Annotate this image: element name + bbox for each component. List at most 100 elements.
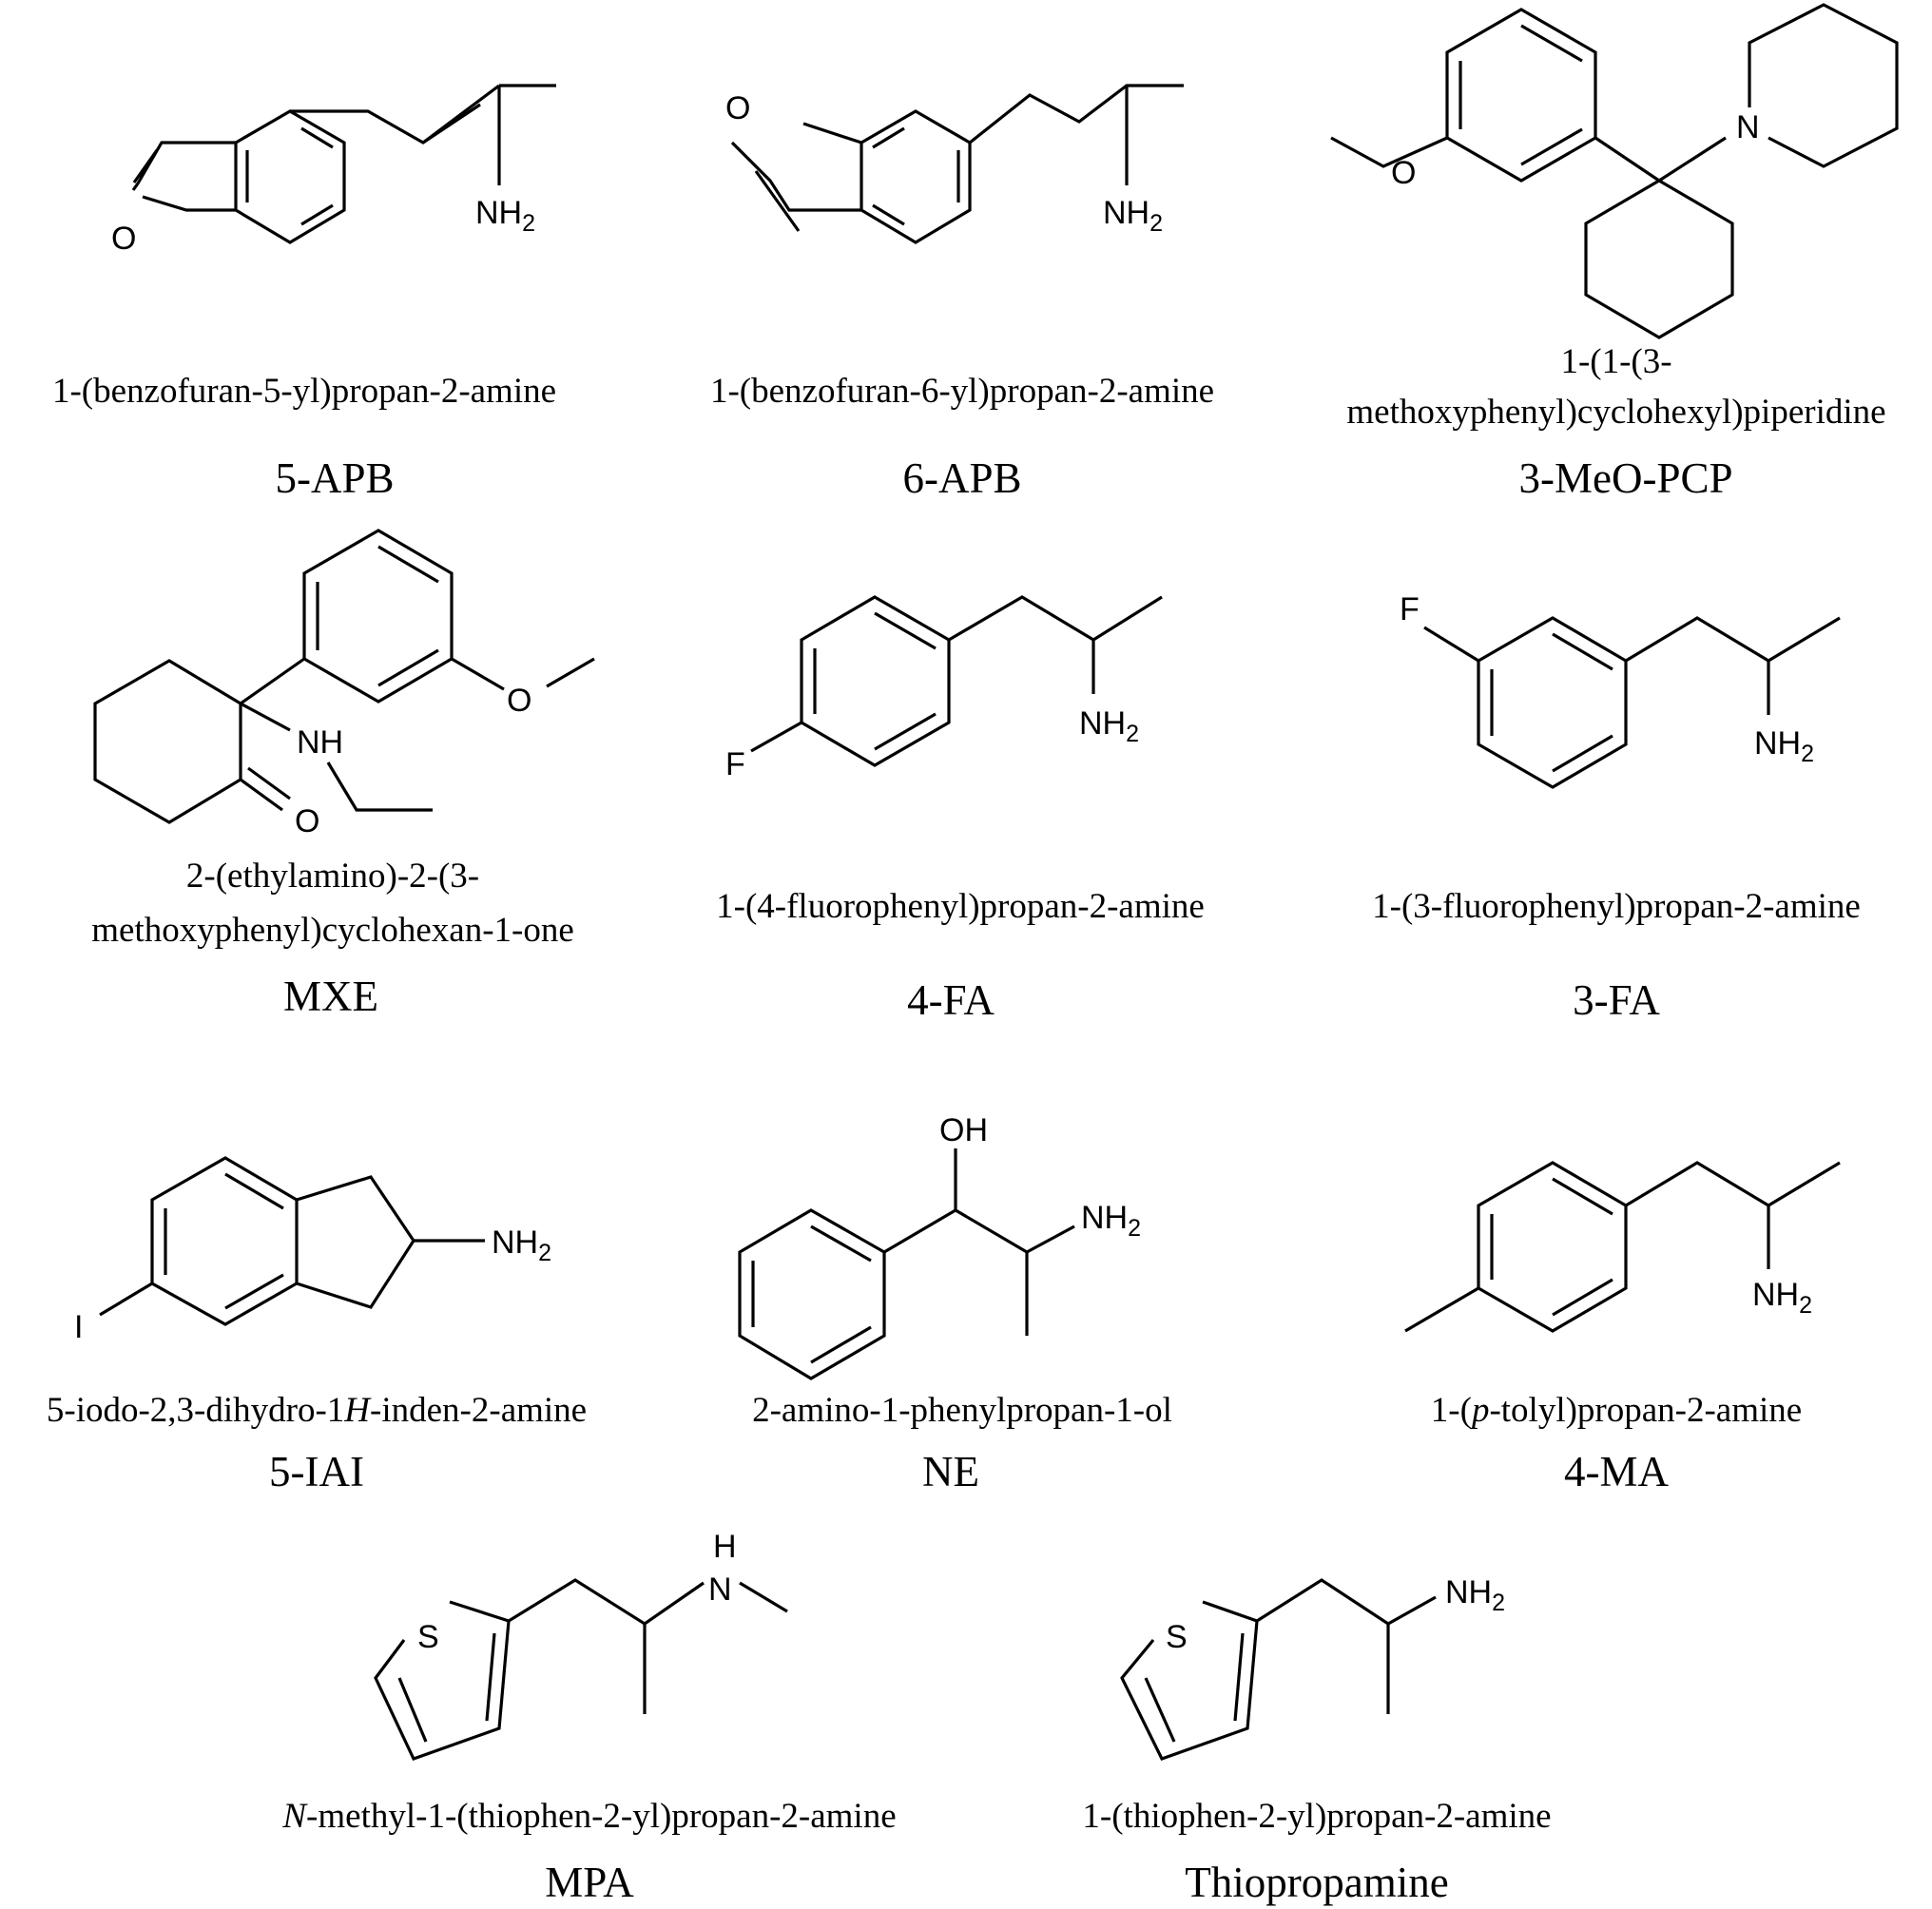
bond	[1594, 136, 1660, 183]
bond	[948, 595, 1163, 642]
methoxy-bond	[1330, 136, 1448, 168]
bond	[969, 84, 1184, 145]
compound-abbreviation: 4-FA	[907, 976, 995, 1024]
benzene-ring	[800, 595, 951, 767]
structure-5-iai	[99, 1156, 485, 1326]
amine-group: NH2	[1081, 1200, 1141, 1242]
compound-abbreviation: 3-FA	[1573, 976, 1660, 1024]
structure-thiopropamine	[1120, 1578, 1437, 1761]
iodine-atom: I	[74, 1309, 83, 1345]
hydroxyl-group: OH	[939, 1112, 988, 1148]
hydrogen-atom: H	[713, 1529, 737, 1565]
compound-name: 1-(p-tolyl)propan-2-amine	[1431, 1391, 1802, 1430]
compound-name: 5-iodo-2,3-dihydro-1H-inden-2-amine	[47, 1391, 587, 1430]
oxygen-atom: O	[1391, 155, 1416, 191]
compound-name: N-methyl-1-(thiophen-2-yl)propan-2-amine	[281, 1797, 896, 1836]
compound-abbreviation: 5-IAI	[269, 1448, 364, 1495]
bond	[883, 1208, 1028, 1254]
benzene-ring	[738, 1208, 886, 1380]
bond	[290, 103, 481, 145]
sulfur-atom: S	[1166, 1619, 1188, 1655]
compound-name: 2-amino-1-phenylpropan-1-ol	[752, 1391, 1172, 1430]
atom-labels: O NH2 O NH2 O N O NH O F NH2 F NH2 I NH2…	[74, 90, 1814, 1655]
fluorine-atom: F	[725, 746, 745, 782]
bond	[240, 702, 291, 732]
structure-mxe	[93, 529, 595, 824]
compound-abbreviation: NE	[922, 1448, 979, 1495]
compound-abbreviation: MPA	[545, 1859, 634, 1906]
bond	[750, 721, 802, 753]
amine-group: NH	[297, 724, 343, 761]
oxygen-atom: O	[295, 803, 319, 839]
cyclohexanone-ring	[93, 659, 242, 824]
bond	[1625, 616, 1841, 663]
bond	[240, 657, 305, 705]
oxygen-atom: O	[725, 90, 750, 126]
amine-group: NH2	[1752, 1277, 1812, 1319]
compound-abbreviation: MXE	[283, 973, 378, 1020]
compound-abbreviation: 3-MeO-PCP	[1518, 454, 1732, 502]
bond	[508, 1578, 705, 1626]
furan-ring	[131, 141, 236, 212]
fluorine-atom: F	[1400, 591, 1420, 627]
compound-name-line2: methoxyphenyl)cyclohexyl)piperidine	[1346, 393, 1885, 432]
bond	[451, 657, 505, 691]
amine-group: NH2	[492, 1224, 551, 1266]
nitrogen-atom: N	[1736, 109, 1760, 145]
benzene-ring	[150, 1156, 299, 1326]
compound-abbreviation: Thiopropamine	[1185, 1859, 1448, 1906]
bond	[739, 1581, 788, 1613]
amine-group: NH2	[475, 195, 535, 237]
piperidine-ring	[1748, 3, 1899, 168]
bond	[1404, 1286, 1479, 1333]
compound-abbreviation: 6-APB	[902, 454, 1021, 502]
oxygen-atom: O	[507, 683, 531, 719]
bond	[1256, 1578, 1437, 1626]
compound-names: 1-(benzofuran-5-yl)propan-2-amine 1-(ben…	[47, 342, 1886, 1836]
bond	[1423, 626, 1479, 663]
furan-ring	[730, 122, 862, 232]
structure-ne	[738, 1148, 1075, 1380]
compound-name: 1-(benzofuran-5-yl)propan-2-amine	[52, 372, 556, 411]
thiophene-ring	[1120, 1600, 1259, 1761]
compound-abbreviation: 5-APB	[275, 454, 394, 502]
bond	[422, 84, 500, 145]
compound-abbreviation: 4-MA	[1564, 1448, 1669, 1495]
structure-mpa	[374, 1578, 788, 1761]
structure-4-fa	[750, 595, 1163, 767]
oxygen-atom: O	[111, 221, 136, 257]
structure-5-apb	[131, 84, 556, 244]
structure-6-apb	[730, 84, 1184, 244]
thiophene-ring	[374, 1600, 511, 1761]
compound-name: 1-(thiophen-2-yl)propan-2-amine	[1082, 1797, 1551, 1836]
compound-name-line2: methoxyphenyl)cyclohexan-1-one	[91, 911, 574, 950]
amine-group: NH2	[1103, 195, 1163, 237]
structure-4-ma	[1404, 1161, 1841, 1333]
amine-group: NH2	[1079, 705, 1139, 747]
nitrogen-atom: N	[708, 1572, 732, 1608]
sulfur-atom: S	[417, 1619, 439, 1655]
compound-name: 1-(benzofuran-6-yl)propan-2-amine	[710, 372, 1214, 411]
bond	[99, 1282, 153, 1317]
bond	[1658, 136, 1727, 183]
benzene-ring	[1477, 616, 1628, 789]
benzene-ring	[302, 529, 454, 704]
benzene-ring	[860, 109, 972, 244]
cyclopentane-ring	[296, 1175, 415, 1309]
benzene-ring	[1445, 8, 1597, 183]
carbonyl-bond	[247, 766, 291, 800]
compound-name-line1: 1-(1-(3-	[1560, 342, 1671, 381]
amine-group: NH2	[1445, 1574, 1505, 1616]
ethyl-bond	[326, 762, 433, 812]
bond	[1625, 1161, 1841, 1207]
compound-abbreviations: 5-APB 6-APB 3-MeO-PCP MXE 4-FA 3-FA 5-IA…	[269, 454, 1733, 1906]
carbonyl-bond	[240, 778, 283, 812]
compound-name-line1: 2-(ethylamino)-2-(3-	[186, 857, 479, 896]
benzene-ring	[234, 109, 346, 244]
amine-group: NH2	[1754, 725, 1814, 767]
structure-3-fa	[1423, 616, 1841, 789]
structure-3-meo-pcp	[1330, 3, 1899, 339]
bond	[1026, 1224, 1075, 1254]
compound-name: 1-(3-fluorophenyl)propan-2-amine	[1372, 887, 1861, 926]
